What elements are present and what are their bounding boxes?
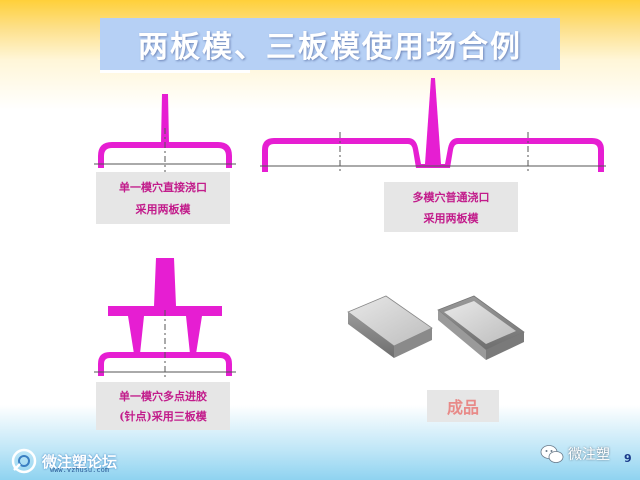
wechat-watermark: 微注塑 <box>540 444 610 464</box>
page-title: 两板模、三板模使用场合例 <box>138 30 522 65</box>
wechat-icon <box>540 445 564 463</box>
title-banner: 两板模、三板模使用场合例 <box>100 18 560 70</box>
caption-line: 单一模穴多点进胶 <box>119 390 207 403</box>
caption-multi-cavity-normal-gate: 多模穴普通浇口 采用两板模 <box>384 182 518 232</box>
forum-url: www.vzhusu.com <box>50 466 110 474</box>
two-plate-direct-gate-diagram <box>94 94 236 172</box>
caption-line: 单一模穴直接浇口 <box>119 181 207 194</box>
caption-line: 采用两板模 <box>135 203 191 216</box>
site-logo-icon <box>11 448 37 474</box>
finished-product-illustration <box>347 295 525 360</box>
forum-watermark: 微注塑论坛 www.vzhusu.com <box>10 446 117 476</box>
caption-single-cavity-direct-gate: 单一模穴直接浇口 采用两板模 <box>96 172 230 224</box>
two-plate-multi-cavity-diagram <box>260 78 606 174</box>
title-underline <box>100 70 250 73</box>
caption-finished-product: 成品 <box>427 390 499 422</box>
caption-line: 多模穴普通浇口 <box>412 190 490 204</box>
caption-line: (针点)采用三板模 <box>119 410 207 423</box>
forum-name: 微注塑论坛 <box>42 452 118 471</box>
wechat-account-name: 微注塑 <box>568 447 610 463</box>
caption-single-cavity-pin-gate: 单一模穴多点进胶 (针点)采用三板模 <box>96 382 230 430</box>
caption-line: 采用两板模 <box>423 211 479 225</box>
page-number: 9 <box>624 452 632 465</box>
three-plate-pin-gate-diagram <box>94 258 236 380</box>
